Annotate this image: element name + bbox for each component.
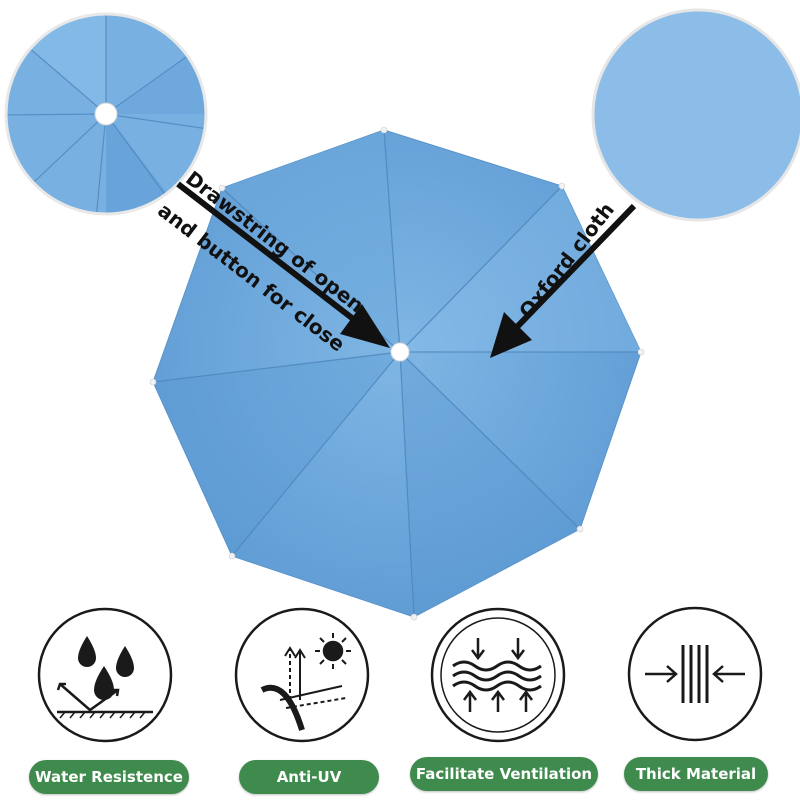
feature-label-facilitate-ventilation: Facilitate Ventilation [410,757,598,791]
umbrella-canopy [149,126,645,621]
arrow-drawstring [176,181,390,348]
arrow-oxford [490,203,637,358]
sun-uv-icon [234,607,370,743]
feature-label-thick-material: Thick Material [624,757,768,791]
feature-label-water-resistence: Water Resistence [29,760,189,794]
umbrella-button [390,342,410,362]
detail-circle-cloth [591,8,800,222]
thick-material-icon [627,606,763,742]
feature-label-anti-uv: Anti-UV [239,760,379,794]
water-drops-icon [37,607,173,743]
ventilation-waves-icon [430,607,566,743]
